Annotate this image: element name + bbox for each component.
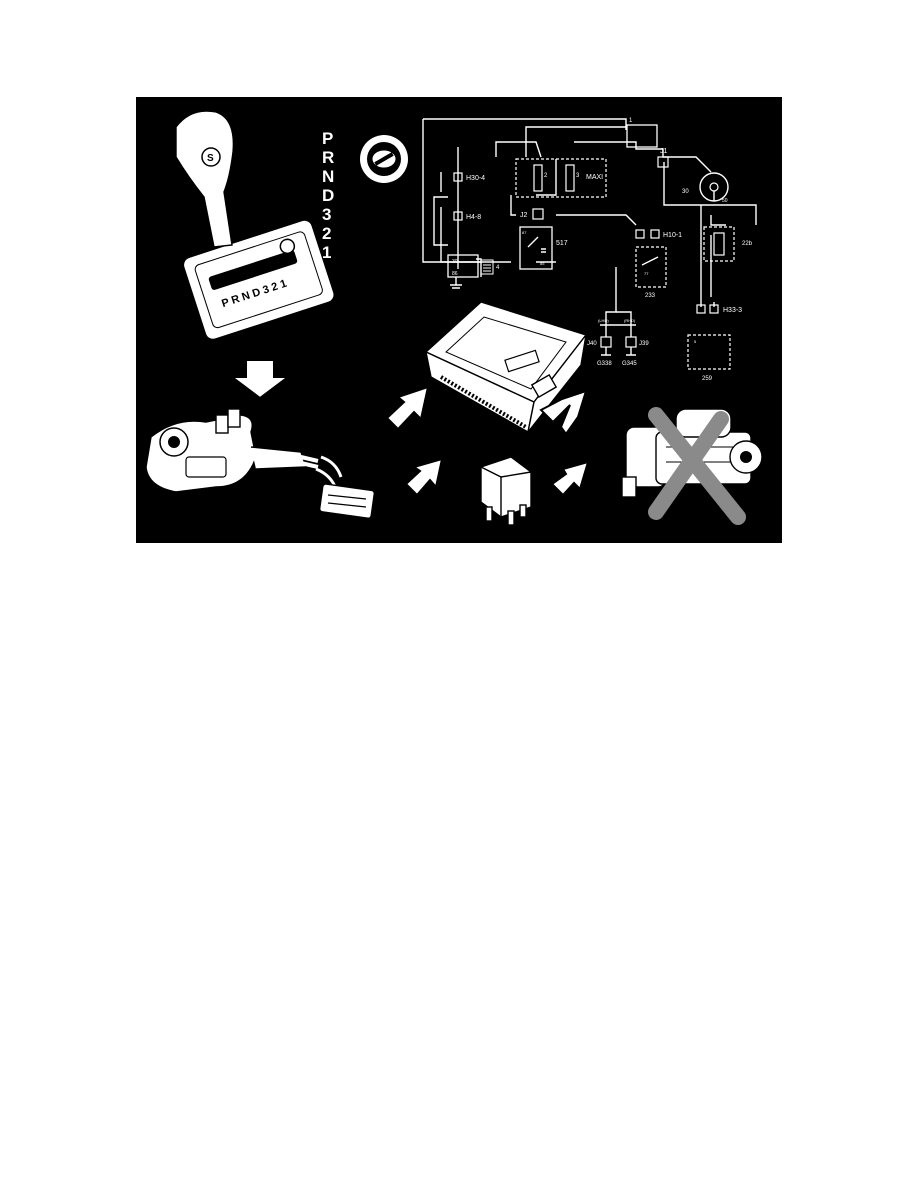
diagram-figure: P R N D 3 2 1 S P R N D 3 2 1 <box>136 97 782 543</box>
ignition-lock-icon <box>360 135 408 183</box>
gear-selector-illustration: P R N D 3 2 1 S <box>175 110 335 341</box>
label-h30-4: H30-4 <box>466 175 485 182</box>
label-g338: G338 <box>597 361 612 367</box>
svg-text:30: 30 <box>452 259 458 265</box>
label-relay-1: 1 <box>629 118 633 124</box>
label-fuse-2: 2 <box>544 173 548 179</box>
gear-position-letters: P R N D 3 2 1 <box>322 129 334 262</box>
arrow-right-icon <box>550 460 590 497</box>
label-h33-3: H33-3 <box>723 307 742 314</box>
arrow-up-right-icon-2 <box>404 457 444 497</box>
arrow-down-left-icon <box>539 389 588 436</box>
gear-letter-d: D <box>322 186 334 205</box>
label-maxi: MAXI <box>586 174 603 181</box>
label-h10-1: H10-1 <box>663 232 682 239</box>
gear-letter-2: 2 <box>322 224 331 243</box>
label-j1: J1 <box>660 148 668 155</box>
label-j40: J40 <box>587 341 597 347</box>
label-lhd: (LHD) <box>598 318 609 323</box>
label-ignition-50: 50 <box>722 198 728 204</box>
label-j39: J39 <box>639 341 649 347</box>
gear-letter-3: 3 <box>322 205 331 224</box>
gear-letter-p: P <box>322 129 333 148</box>
crossed-out-x-icon <box>648 407 746 525</box>
gear-letter-n: N <box>322 167 334 186</box>
relay-illustration <box>480 456 532 526</box>
svg-text:86: 86 <box>452 271 458 277</box>
label-g345: G345 <box>622 361 637 367</box>
svg-text:87: 87 <box>522 230 527 235</box>
arrow-down-icon <box>229 359 291 400</box>
svg-text:5: 5 <box>694 339 697 344</box>
svg-text:85: 85 <box>540 261 545 266</box>
label-rhd: (RHD) <box>624 318 636 323</box>
gear-position-sensor-illustration <box>145 408 375 519</box>
selector-knob-letter: S <box>207 153 214 164</box>
label-j2: J2 <box>520 212 528 219</box>
label-switch-233: 233 <box>645 293 656 299</box>
gear-letter-r: R <box>322 148 334 167</box>
gear-letter-1: 1 <box>322 243 331 262</box>
label-h4-8: H4-8 <box>466 214 481 221</box>
arrow-up-right-icon <box>385 385 430 431</box>
label-ignition-30: 30 <box>682 189 689 195</box>
wiring-diagram: H30-4 H4-8 30 86 4 1 2 3 MAXI J1 30 50 J <box>422 118 757 382</box>
label-fuse-3: 3 <box>576 173 580 179</box>
label-fuse-22b: 22b <box>742 241 753 247</box>
label-relay-517: 517 <box>556 240 568 247</box>
label-starter-259: 259 <box>702 376 713 382</box>
control-unit-illustration <box>424 301 588 434</box>
svg-text:77: 77 <box>644 271 649 276</box>
label-module-4: 4 <box>496 265 500 271</box>
